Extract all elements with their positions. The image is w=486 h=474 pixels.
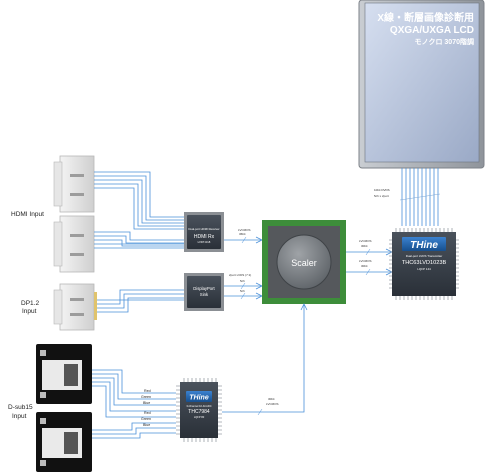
dp-signal-lines (97, 289, 186, 313)
thc63-sub: LQFP 144 (417, 267, 431, 271)
rgb-label-blue-1: Blue (143, 401, 150, 405)
hdmi-out-label-1: LVCMOS (238, 228, 250, 232)
rgb-label-green-2: Green (141, 417, 151, 421)
dsub-connector-2 (36, 412, 92, 472)
hdmi-out-label-2: 36bit (239, 232, 246, 236)
scaler-out-2b: 30bit (361, 264, 368, 268)
adc-out-label-2: LVCMOS (266, 402, 278, 406)
monitor-title-line1: X線・断層画像診断用 (377, 11, 474, 24)
lvds-to-monitor-lines: 10bit DVDS 5ch x 2port (374, 168, 441, 226)
thc7984-name: THC7984 (188, 409, 210, 415)
thc7984-logo: THine (189, 395, 209, 402)
lvds-out-label-1: 10bit DVDS (374, 188, 390, 192)
dp-to-scaler: 2port LVDS (7:1) 5ch 5ch (224, 273, 263, 300)
thc7984-chip: THine 3-Channel 10-bit ADC THC7984 LQFP … (176, 378, 222, 442)
thc63-logo: THine (410, 240, 438, 251)
dp-input-label-1: DP1.2 (21, 300, 39, 307)
hdmi-input-label: HDMI Input (11, 211, 44, 218)
dsub-signal-lines (92, 369, 176, 439)
dp-sink-line1: DisplayPort (193, 286, 215, 291)
rgb-labels: Red Green Blue Red Green Blue (141, 389, 151, 427)
rgb-label-blue-2: Blue (143, 423, 150, 427)
scaler-chip: Scaler (262, 220, 346, 304)
hdmi-rx-name: HDMI Rx (194, 234, 215, 240)
monitor-title-line3: モノクロ 3070階調 (414, 37, 474, 46)
dp-input-label-2: Input (22, 308, 37, 315)
dsub-input-label-2: Input (12, 413, 27, 420)
dp-sink-chip: DisplayPort Sink (184, 273, 224, 311)
displayport-connector (53, 283, 97, 331)
dsub-input-label-1: D-sub15 (8, 404, 33, 411)
adc-to-scaler: 30bit LVCMOS (222, 303, 308, 416)
hdmi-to-scaler: LVCMOS 36bit (224, 228, 263, 244)
scaler-name: Scaler (291, 258, 317, 268)
scaler-out-1b: 30bit (361, 244, 368, 248)
hdmi-signal-lines (94, 171, 186, 249)
scaler-out-2a: LVCMOS (359, 259, 371, 263)
lcd-monitor: X線・断層画像診断用 QXGA/UXGA LCD モノクロ 3070階調 (358, 0, 485, 169)
hdmi-rx-top: Dual-port HDMI Receiver (188, 227, 219, 231)
monitor-title-line2: QXGA/UXGA LCD (390, 25, 474, 36)
rgb-label-green-1: Green (141, 395, 151, 399)
dp-out-label-3: 5ch (240, 289, 245, 293)
hdmi-connector-1 (53, 155, 95, 213)
dp-out-label-2: 5ch (240, 279, 245, 283)
thc63-top: Dual-port LVDS Transmitter (406, 254, 443, 258)
dp-out-label-1: 2port LVDS (7:1) (229, 273, 251, 277)
scaler-to-lvds: LVCMOS 30bit LVCMOS 30bit (346, 239, 393, 276)
dp-sink-line2: Sink (200, 292, 209, 297)
dsub-connector-1 (36, 344, 92, 404)
thc7984-sub: LQFP 80 (194, 415, 205, 419)
hdmi-rx-sub: LVDT-Rx8 (198, 240, 211, 244)
thc63-name: THC63LVD1023B (402, 260, 447, 266)
adc-out-label-1: 30bit (268, 397, 275, 401)
thc63lvd1023b-chip: THine Dual-port LVDS Transmitter THC63LV… (389, 228, 459, 300)
rgb-label-red-2: Red (144, 411, 151, 415)
hdmi-connector-2 (53, 215, 95, 273)
rgb-label-red-1: Red (144, 389, 151, 393)
thc7984-top: 3-Channel 10-bit ADC (186, 404, 211, 408)
scaler-out-1a: LVCMOS (359, 239, 371, 243)
lvds-out-label-2: 5ch x 2port (374, 194, 389, 198)
hdmi-rx-chip: Dual-port HDMI Receiver HDMI Rx LVDT-Rx8 (184, 212, 224, 252)
